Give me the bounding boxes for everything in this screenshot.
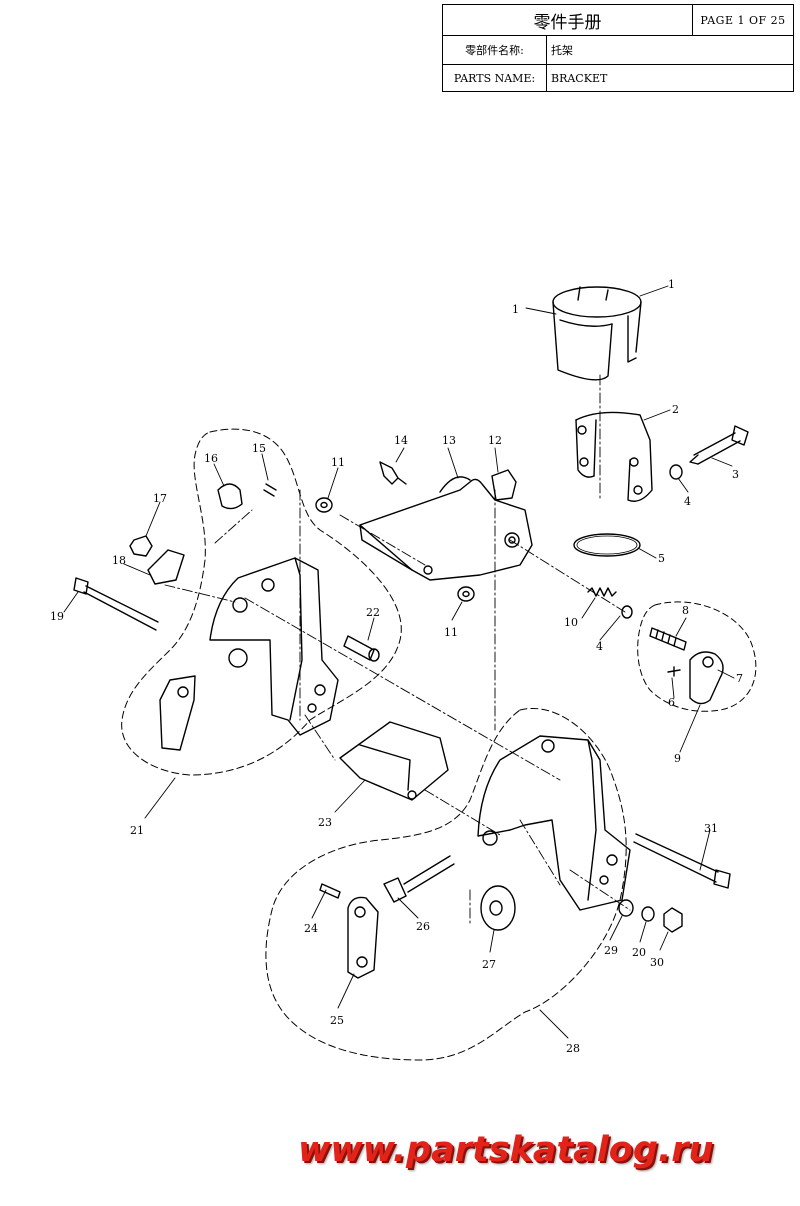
bolt-part-31 (633, 833, 731, 889)
rubber-block-part-12 (491, 469, 517, 501)
callout-20: 20 (632, 946, 646, 959)
callout-9: 9 (674, 752, 681, 765)
washer-part-4-top (669, 464, 683, 480)
callout-10: 10 (564, 616, 578, 629)
callout-19: 19 (50, 610, 64, 623)
lever-part-7 (689, 651, 724, 705)
nut-part-17 (129, 535, 153, 557)
callout-14: 14 (394, 434, 408, 447)
title-row: 零件手册 PAGE 1 OF 25 (443, 5, 793, 36)
en-name-row: PARTS NAME: BRACKET (443, 65, 793, 91)
bushing-part-16 (217, 483, 243, 510)
title-block: 零件手册 PAGE 1 OF 25 零部件名称: 托架 PARTS NAME: … (442, 4, 794, 92)
callout-17: 17 (153, 492, 167, 505)
callout-numbers: 1 1 2 3 4 4 5 6 7 8 9 10 11 11 12 13 14 … (50, 278, 743, 1055)
callout-16: 16 (204, 452, 218, 465)
callout-5: 5 (658, 552, 665, 565)
washer-part-4-lower (621, 605, 633, 619)
leader-lines (63, 285, 735, 1039)
threaded-rod-part-26 (383, 855, 455, 903)
callout-27: 27 (482, 958, 496, 971)
group-outline-21 (121, 428, 402, 776)
pin-part-22 (343, 635, 375, 661)
callout-4a: 4 (684, 495, 691, 508)
page-indicator: PAGE 1 OF 25 (700, 13, 786, 27)
cn-name-row: 零部件名称: 托架 (443, 36, 793, 65)
group-outline-28 (265, 708, 627, 1061)
callout-6: 6 (668, 696, 675, 709)
stern-bracket-part-21 (159, 557, 339, 751)
callout-28: 28 (566, 1042, 580, 1055)
callout-11b: 11 (444, 626, 458, 639)
callout-8: 8 (682, 604, 689, 617)
stern-bracket-part-28 (477, 735, 631, 911)
callout-4b: 4 (596, 640, 603, 653)
callout-7: 7 (736, 672, 743, 685)
washer-part-20 (641, 906, 655, 922)
grease-nipple-part-14 (379, 461, 407, 485)
group-outline-9 (637, 601, 757, 712)
callout-25: 25 (330, 1014, 344, 1027)
callout-31: 31 (704, 822, 718, 835)
callout-29: 29 (604, 944, 618, 957)
washer-part-11-lower (457, 586, 475, 602)
en-name-value: BRACKET (551, 71, 608, 85)
spring-part-10 (587, 587, 617, 597)
pin-part-15 (263, 483, 277, 497)
cn-name-value: 托架 (551, 44, 573, 57)
bolt-part-3 (689, 425, 749, 465)
callout-11a: 11 (331, 456, 345, 469)
manual-title: 零件手册 (443, 5, 693, 35)
callout-22: 22 (366, 606, 380, 619)
en-name-label: PARTS NAME: (443, 65, 547, 91)
pin-part-24 (319, 883, 341, 899)
callout-3: 3 (732, 468, 739, 481)
swivel-bracket-part-13 (359, 476, 533, 581)
callout-15: 15 (252, 442, 266, 455)
threaded-pin-part-8 (649, 627, 687, 651)
callout-12: 12 (488, 434, 502, 447)
callout-24: 24 (304, 922, 318, 935)
site-watermark: www.partskatalog.ru (298, 1130, 714, 1170)
callout-18: 18 (112, 554, 126, 567)
screw-part-6 (667, 666, 681, 677)
nut-part-30 (663, 907, 683, 933)
callout-1b: 1 (668, 278, 675, 291)
o-ring-part-5 (573, 533, 641, 557)
callout-1a: 1 (512, 303, 519, 316)
plate-part-18 (147, 549, 185, 585)
cn-name-label: 零部件名称: (443, 36, 547, 64)
pulley-part-27 (480, 885, 516, 931)
tilt-link-part-23 (339, 721, 449, 801)
callout-30: 30 (650, 956, 664, 969)
callout-13: 13 (442, 434, 456, 447)
long-bolt-part-19 (73, 577, 159, 631)
plate-part-25 (347, 896, 379, 979)
washer-part-11-top (315, 497, 333, 513)
callout-21: 21 (130, 824, 144, 837)
bushing-part-29 (618, 899, 634, 917)
callout-23: 23 (318, 816, 332, 829)
callout-2: 2 (672, 403, 679, 416)
bushing-part-1 (552, 286, 642, 381)
callout-26: 26 (416, 920, 430, 933)
clamp-bushing-part-2 (575, 411, 653, 502)
